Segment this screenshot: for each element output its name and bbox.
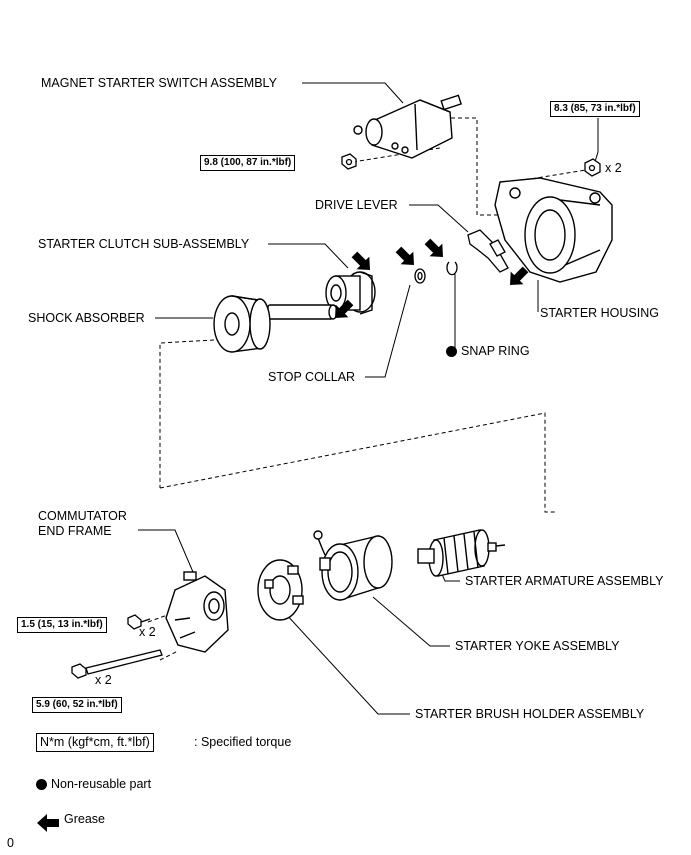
qty-end-frame-screw: x 2 — [139, 625, 156, 639]
housing-nut-drawing — [584, 158, 601, 177]
snap-ring-drawing — [446, 261, 458, 276]
leader-lines — [138, 82, 599, 715]
legend-torque-box: N*m (kgf*cm, ft.*lbf) — [36, 733, 154, 752]
torque-switch-nut: 9.8 (100, 87 in.*lbf) — [200, 155, 296, 171]
legend-grease-text: Grease — [64, 812, 105, 826]
starter-armature-drawing — [417, 529, 506, 577]
label-yoke: STARTER YOKE ASSEMBLY — [455, 639, 620, 653]
legend-nonreusable-dot — [36, 779, 47, 790]
label-commutator-line1: COMMUTATOR — [38, 509, 127, 523]
label-snap-ring: SNAP RING — [461, 344, 530, 358]
end-frame-screw-drawing — [127, 614, 151, 630]
legend-grease-arrow — [37, 814, 59, 832]
qty-through-bolt: x 2 — [95, 673, 112, 687]
label-stop-collar: STOP COLLAR — [268, 370, 356, 384]
switch-nut-drawing — [341, 153, 357, 170]
torque-end-frame-screw: 1.5 (15, 13 in.*lbf) — [17, 617, 107, 633]
starter-housing-drawing — [494, 177, 613, 283]
label-starter-clutch: STARTER CLUTCH SUB-ASSEMBLY — [38, 237, 250, 251]
label-armature: STARTER ARMATURE ASSEMBLY — [465, 574, 664, 588]
label-starter-housing: STARTER HOUSING — [540, 306, 659, 320]
label-brush-holder: STARTER BRUSH HOLDER ASSEMBLY — [415, 707, 645, 721]
qty-housing-nut: x 2 — [605, 161, 622, 175]
starter-clutch-drawing — [325, 271, 376, 315]
magnet-switch-drawing — [353, 94, 462, 159]
drive-lever-drawing — [467, 229, 509, 273]
through-bolt-drawing — [71, 649, 163, 679]
legend-torque-text: : Specified torque — [194, 735, 292, 749]
brush-holder-drawing — [257, 559, 304, 621]
shock-absorber-drawing — [213, 295, 338, 353]
torque-through-bolt: 5.9 (60, 52 in.*lbf) — [32, 697, 122, 713]
snap-ring-nonreusable-dot — [446, 346, 457, 357]
starter-yoke-drawing — [313, 530, 393, 601]
commutator-end-frame-drawing — [165, 571, 229, 653]
label-commutator-line2: END FRAME — [38, 524, 112, 538]
label-shock-absorber: SHOCK ABSORBER — [28, 311, 145, 325]
legend-nonreusable-text: Non-reusable part — [51, 777, 152, 791]
footer-code: 0 — [7, 836, 14, 850]
torque-housing-nut: 8.3 (85, 73 in.*lbf) — [550, 101, 640, 117]
label-magnet-switch: MAGNET STARTER SWITCH ASSEMBLY — [41, 76, 277, 90]
stop-collar-drawing — [414, 268, 426, 284]
label-drive-lever: DRIVE LEVER — [315, 198, 398, 212]
